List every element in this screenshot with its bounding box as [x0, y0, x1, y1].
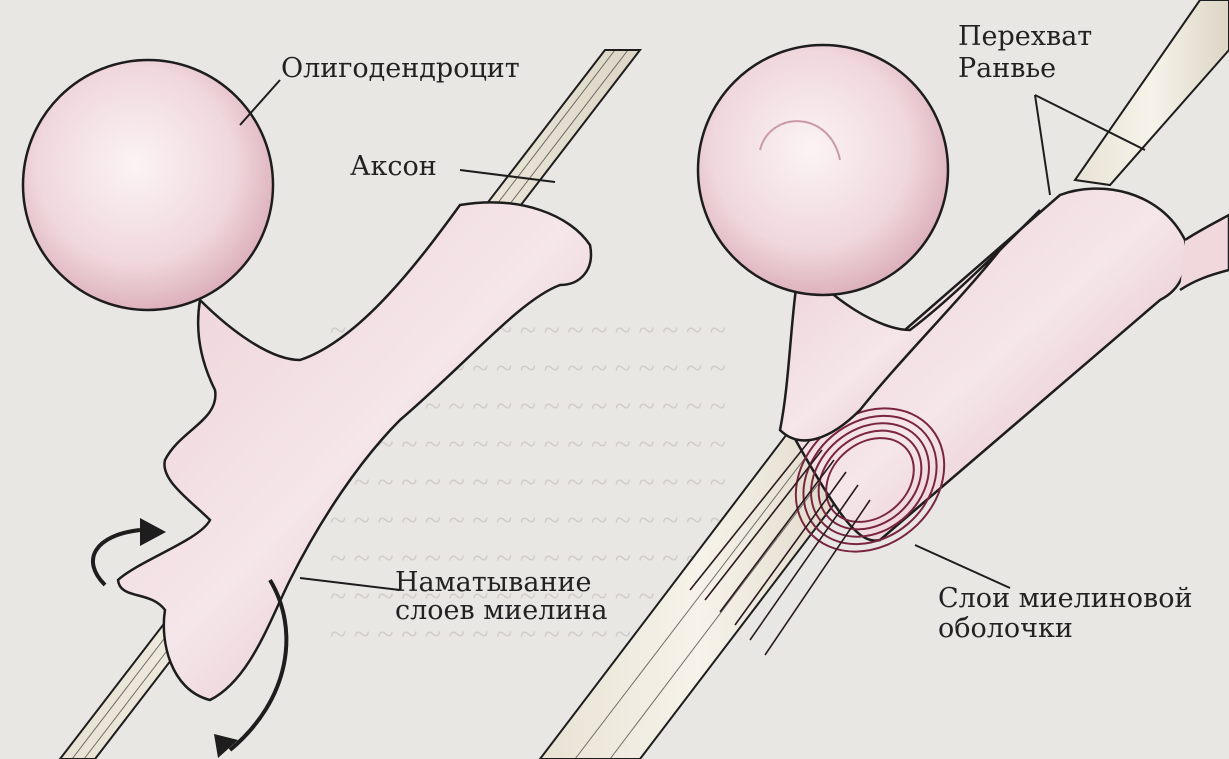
node-of-ranvier-label-line2: Ранвье [958, 54, 1056, 84]
left-oligodendrocyte-body [23, 60, 273, 310]
myelin-layers-label-line1: Слои миелиновой [938, 584, 1192, 614]
right-axon-top [1075, 0, 1229, 185]
wrapping-label-line2: слоев миелина [395, 596, 608, 626]
right-oligodendrocyte-body [698, 45, 948, 295]
myelin-layers-label-line2: оболочки [938, 614, 1073, 644]
arrow-head-icon [140, 518, 166, 546]
wrapping-label-line1: Наматывание [395, 568, 591, 598]
axon-label: Аксон [350, 152, 437, 182]
node-of-ranvier-label-line1: Перехват [958, 22, 1092, 52]
oligodendrocyte-label: Олигодендроцит [281, 54, 520, 84]
